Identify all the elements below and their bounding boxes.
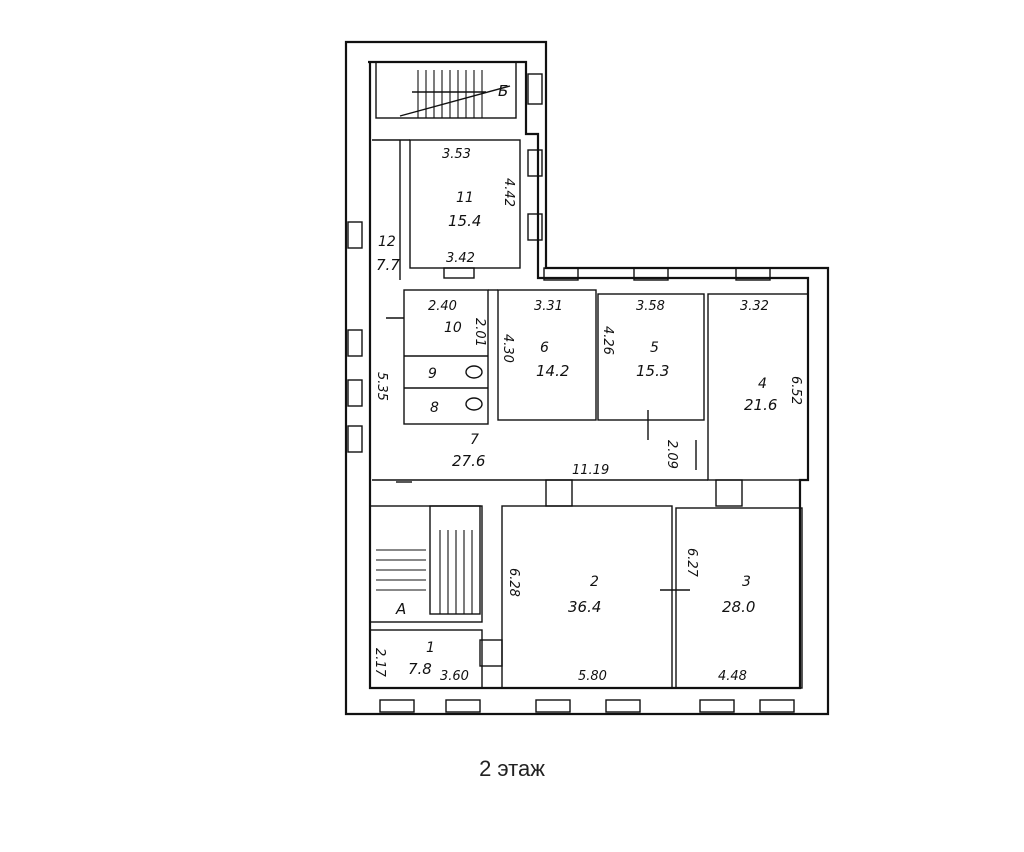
staircase-top bbox=[375, 61, 517, 119]
room-7-number: 7 bbox=[470, 432, 479, 448]
dim-4-42: 4.42 bbox=[501, 178, 516, 207]
room-9-number: 9 bbox=[428, 366, 437, 382]
room-2-outline bbox=[501, 505, 673, 689]
room-6-number: 6 bbox=[540, 340, 549, 356]
room-5-number: 5 bbox=[650, 340, 659, 356]
dim-2-01: 2.01 bbox=[472, 318, 487, 347]
room-11-step bbox=[443, 267, 475, 279]
stair-label-bottom: A bbox=[395, 600, 406, 618]
dim-6-27: 6.27 bbox=[684, 548, 699, 578]
dim-3-60: 3.60 bbox=[440, 669, 469, 684]
room-3-outline bbox=[675, 507, 803, 689]
room-8-number: 8 bbox=[430, 400, 439, 416]
dim-4-26: 4.26 bbox=[600, 326, 615, 355]
floor-caption: 2 этаж bbox=[479, 756, 545, 781]
room-2-area: 36.4 bbox=[568, 598, 601, 616]
dim-3-31: 3.31 bbox=[534, 299, 563, 314]
dim-6-52: 6.52 bbox=[788, 376, 803, 405]
room-1-area: 7.8 bbox=[408, 660, 432, 678]
bathroom-block bbox=[403, 289, 498, 425]
dim-3-32: 3.32 bbox=[740, 299, 769, 314]
room-6-area: 14.2 bbox=[536, 362, 569, 380]
dim-2-40: 2.40 bbox=[428, 299, 457, 314]
dim-4-30: 4.30 bbox=[500, 334, 515, 363]
dim-3-58: 3.58 bbox=[636, 299, 665, 314]
room-12-number: 12 bbox=[378, 234, 396, 250]
room-10-number: 10 bbox=[444, 320, 462, 336]
dim-3-42: 3.42 bbox=[446, 251, 475, 266]
dim-6-28: 6.28 bbox=[506, 568, 521, 597]
dim-5-35: 5.35 bbox=[374, 372, 389, 401]
room-5-outline bbox=[597, 293, 705, 421]
room-4-number: 4 bbox=[758, 376, 767, 392]
stair-label-top: Б bbox=[498, 82, 508, 100]
dim-2-09: 2.09 bbox=[664, 440, 679, 469]
room-11-area: 15.4 bbox=[448, 212, 481, 230]
dim-3-53: 3.53 bbox=[442, 147, 471, 162]
room-7-area: 27.6 bbox=[452, 452, 485, 470]
room-1-number: 1 bbox=[426, 640, 435, 656]
staircase-bottom bbox=[369, 505, 483, 623]
dim-2-17: 2.17 bbox=[372, 648, 387, 678]
room-1-outline bbox=[369, 629, 483, 689]
room-2-number: 2 bbox=[590, 574, 599, 590]
dim-5-80: 5.80 bbox=[578, 669, 607, 684]
room-3-area: 28.0 bbox=[722, 598, 755, 616]
dim-11-19: 11.19 bbox=[572, 463, 609, 478]
room-11-number: 11 bbox=[456, 190, 474, 206]
room-4-area: 21.6 bbox=[744, 396, 777, 414]
room-3-number: 3 bbox=[742, 574, 751, 590]
dim-4-48: 4.48 bbox=[718, 669, 747, 684]
room-6-outline bbox=[497, 289, 597, 421]
room-5-area: 15.3 bbox=[636, 362, 669, 380]
windows bbox=[347, 73, 795, 713]
room-4-outline bbox=[707, 293, 809, 481]
room-12-area: 7.7 bbox=[376, 256, 400, 274]
doors bbox=[386, 317, 743, 667]
